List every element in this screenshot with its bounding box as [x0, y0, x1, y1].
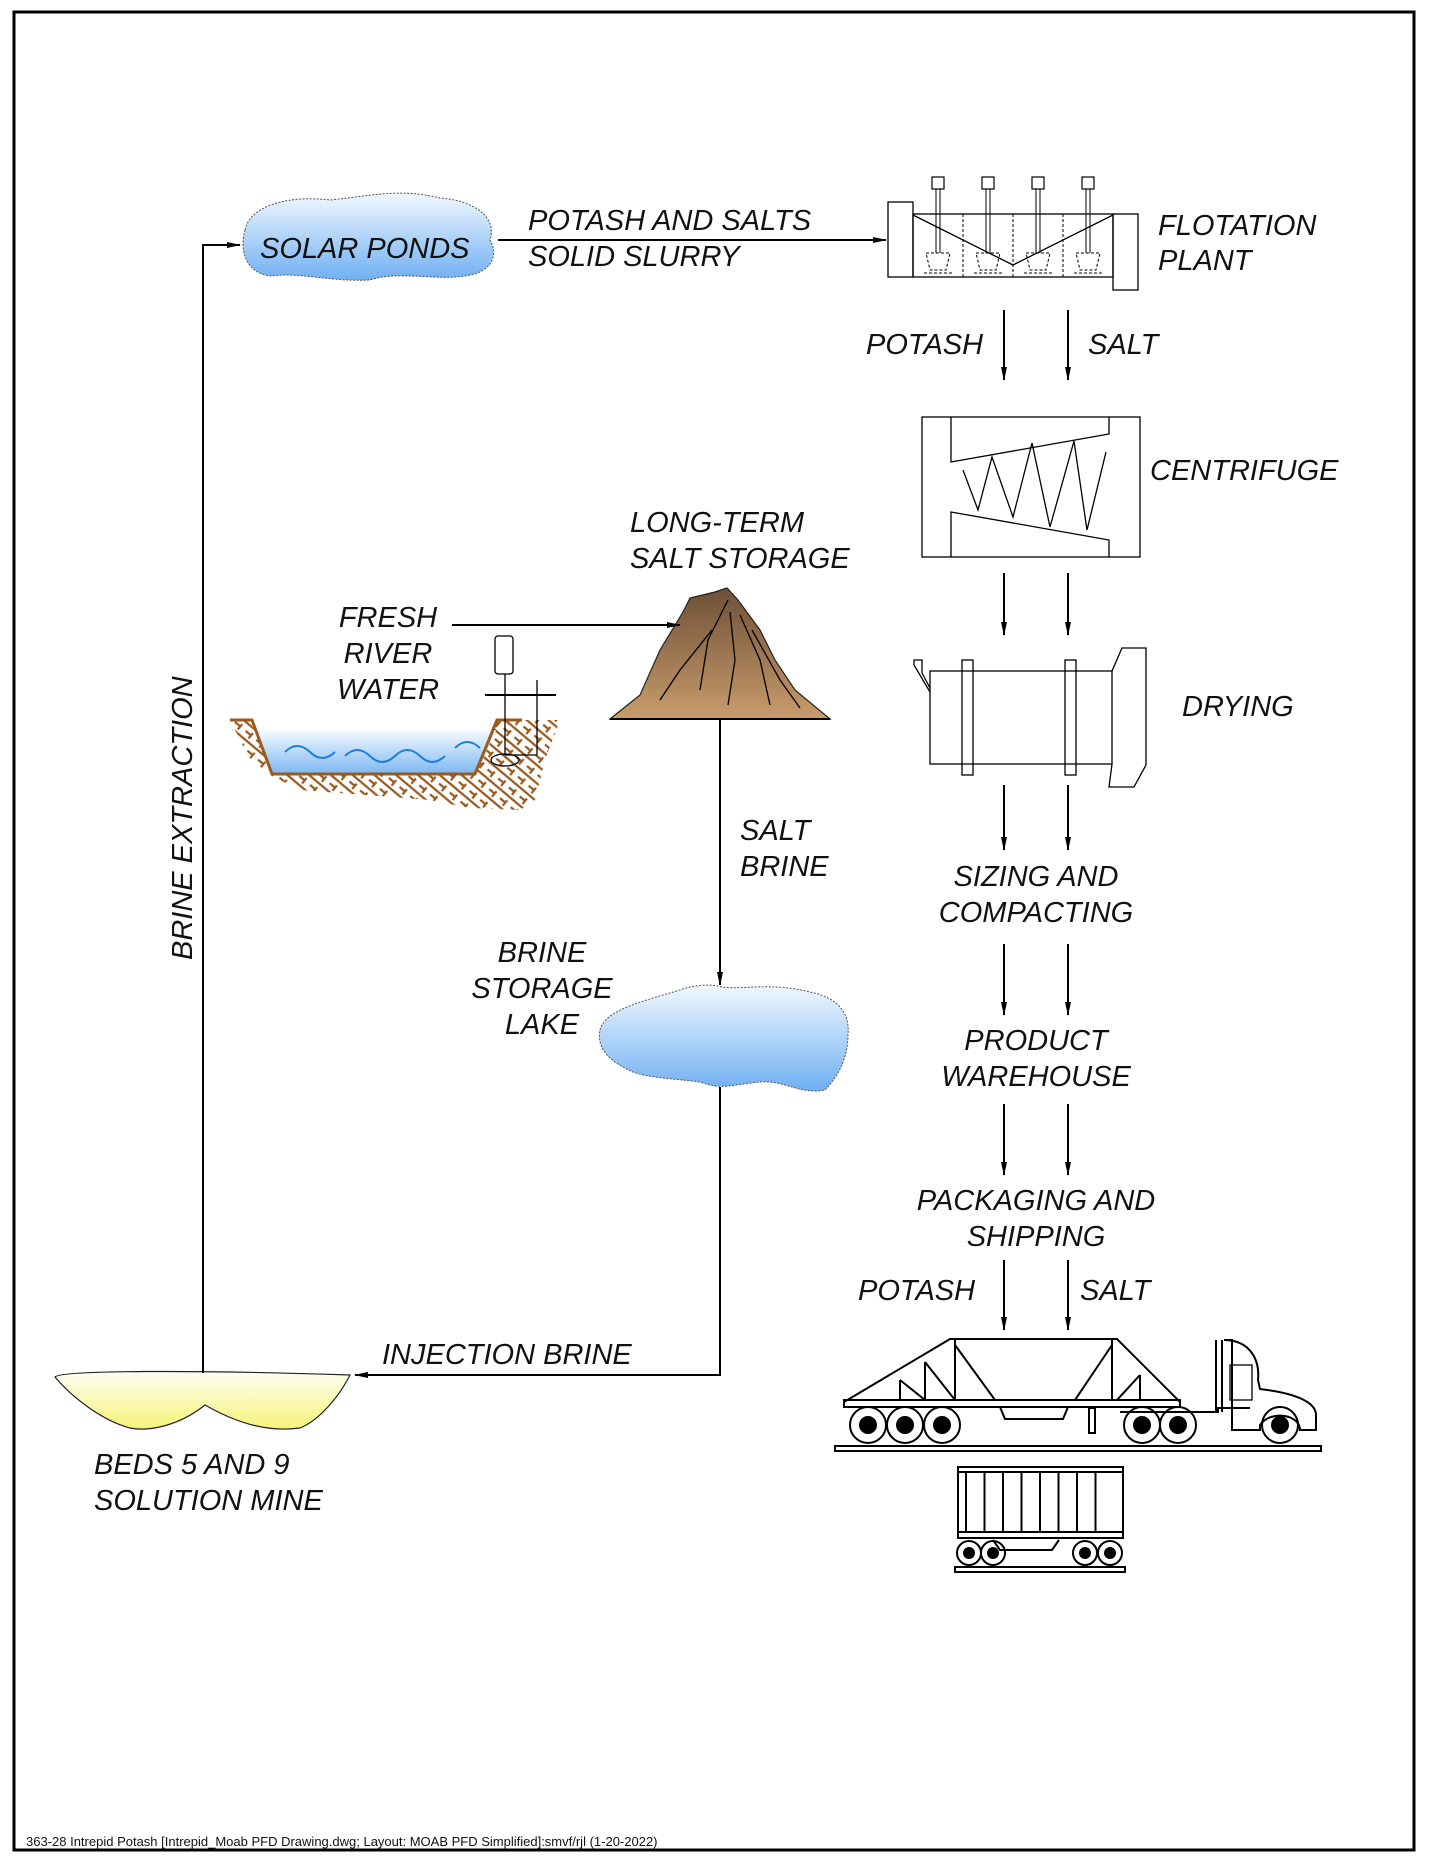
salt-brine-label-line1: SALT: [740, 815, 813, 847]
solar-ponds: SOLAR PONDS: [242, 192, 495, 281]
brine-extraction-arrow: [202, 242, 241, 1373]
solution-mine-label-line2: SOLUTION MINE: [94, 1485, 323, 1517]
flotation-impeller: [924, 176, 952, 274]
flotation-plant-icon: [887, 176, 1139, 291]
brine-lake-label-line2: STORAGE: [471, 973, 613, 1005]
river-water-label-line1: FRESH: [339, 602, 437, 634]
river-pool-icon: [230, 635, 560, 810]
solar-ponds-label: SOLAR PONDS: [260, 233, 470, 265]
ship-salt-label: SALT: [1080, 1275, 1153, 1307]
injection-brine-label: INJECTION BRINE: [382, 1339, 632, 1371]
packaging-label-line1: PACKAGING AND: [917, 1185, 1156, 1217]
salt-storage-label-line1: LONG-TERM: [630, 507, 805, 539]
slurry-label-line2: SOLID SLURRY: [528, 241, 742, 273]
ship-potash-label: POTASH: [858, 1275, 975, 1307]
brine-lake-shape: [598, 984, 849, 1092]
injection-brine-arrow: [354, 1087, 721, 1378]
truck-icon: [834, 1338, 1322, 1452]
centrifuge-icon: [921, 416, 1141, 558]
river-water-label-line3: WATER: [337, 674, 439, 706]
flotation-impeller: [974, 176, 1002, 274]
flotation-impeller: [1074, 176, 1102, 274]
brine-extraction-label: BRINE EXTRACTION: [167, 676, 199, 960]
flotation-plant-label-line1: FLOTATION: [1158, 210, 1316, 242]
page-border: [12, 10, 1416, 1852]
slurry-label-line1: POTASH AND SALTS: [528, 205, 812, 237]
railcar-icon: [954, 1466, 1126, 1573]
salt-label-1: SALT: [1088, 329, 1161, 361]
warehouse-label-line2: WAREHOUSE: [941, 1061, 1131, 1093]
potash-label-1: POTASH: [866, 329, 983, 361]
drying-label: DRYING: [1182, 691, 1294, 723]
brine-lake-label-line3: LAKE: [505, 1009, 580, 1041]
warehouse-label-line1: PRODUCT: [964, 1025, 1110, 1057]
solution-mine-label-line1: BEDS 5 AND 9: [94, 1449, 290, 1481]
salt-brine-label-line2: BRINE: [740, 851, 829, 883]
river-water-label-line2: RIVER: [344, 638, 433, 670]
salt-storage-label-line2: SALT STORAGE: [630, 543, 850, 575]
dryer-icon: [913, 647, 1147, 788]
centrifuge-label: CENTRIFUGE: [1150, 455, 1339, 487]
flotation-impeller: [1024, 176, 1052, 274]
solar-ponds-shape: [242, 192, 495, 281]
brine-lake-label-line1: BRINE: [498, 937, 587, 969]
solution-mine-shape: [54, 1370, 351, 1430]
flotation-plant-label-line2: PLANT: [1158, 245, 1254, 277]
salt-pile-icon: [608, 587, 832, 720]
sizing-label-line1: SIZING AND: [954, 861, 1119, 893]
packaging-label-line2: SHIPPING: [967, 1221, 1106, 1253]
footer-caption: 363-28 Intrepid Potash [Intrepid_Moab PF…: [26, 1834, 658, 1849]
sizing-label-line2: COMPACTING: [939, 897, 1133, 929]
